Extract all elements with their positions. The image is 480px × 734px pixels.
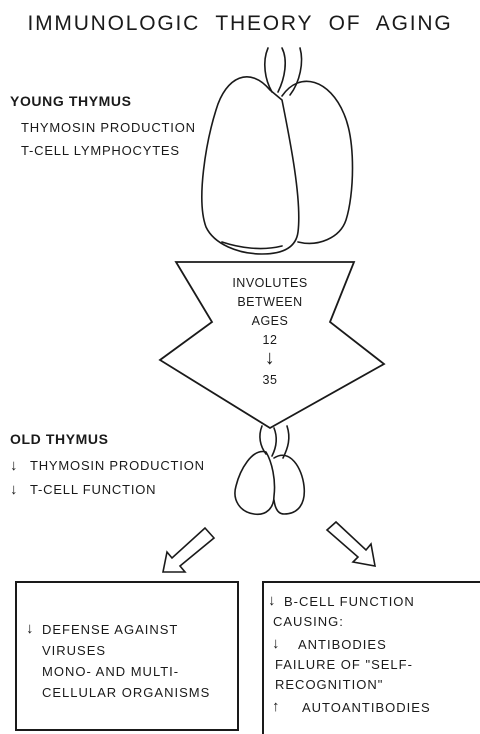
down-arrow-icon: ↓: [10, 457, 18, 474]
young-thymus-illustration: [202, 48, 353, 254]
left-box-line-3: MONO- AND MULTI-: [42, 664, 179, 679]
left-box-line-2: VIRUSES: [42, 643, 106, 658]
down-arrow-icon: ↓: [268, 592, 277, 609]
old-thymus-illustration: [235, 426, 304, 514]
right-outline-arrow: [327, 522, 375, 566]
right-box-line-2: CAUSING:: [273, 614, 344, 629]
left-box-line-4: CELLULAR ORGANISMS: [42, 685, 210, 700]
old-thymus-line-1: THYMOSIN PRODUCTION: [30, 458, 205, 473]
down-arrow-icon: ↓: [272, 635, 281, 652]
young-thymus-line-1: THYMOSIN PRODUCTION: [21, 120, 196, 135]
involution-line-3: AGES: [200, 314, 340, 328]
right-box-line-3: ANTIBODIES: [298, 637, 387, 652]
right-box-line-1: B-CELL FUNCTION: [284, 594, 415, 609]
left-box-line-1: DEFENSE AGAINST: [42, 622, 178, 637]
young-thymus-heading: YOUNG THYMUS: [10, 93, 132, 109]
right-box-line-6: AUTOANTIBODIES: [302, 700, 431, 715]
right-box-line-5: RECOGNITION": [275, 677, 383, 692]
involution-line-2: BETWEEN: [200, 295, 340, 309]
left-outline-arrow: [163, 528, 214, 572]
involution-age-end: 35: [200, 373, 340, 387]
down-arrow-icon: ↓: [10, 481, 18, 498]
old-thymus-line-2: T-CELL FUNCTION: [30, 482, 156, 497]
right-box-line-4: FAILURE OF "SELF-: [275, 657, 413, 672]
up-arrow-icon: ↑: [272, 698, 281, 715]
down-arrow-icon: ↓: [26, 620, 35, 637]
young-thymus-line-2: T-CELL LYMPHOCYTES: [21, 143, 180, 158]
down-arrow-icon: ↓: [200, 347, 340, 370]
involution-line-1: INVOLUTES: [200, 276, 340, 290]
involution-age-start: 12: [200, 333, 340, 347]
old-thymus-heading: OLD THYMUS: [10, 431, 109, 447]
